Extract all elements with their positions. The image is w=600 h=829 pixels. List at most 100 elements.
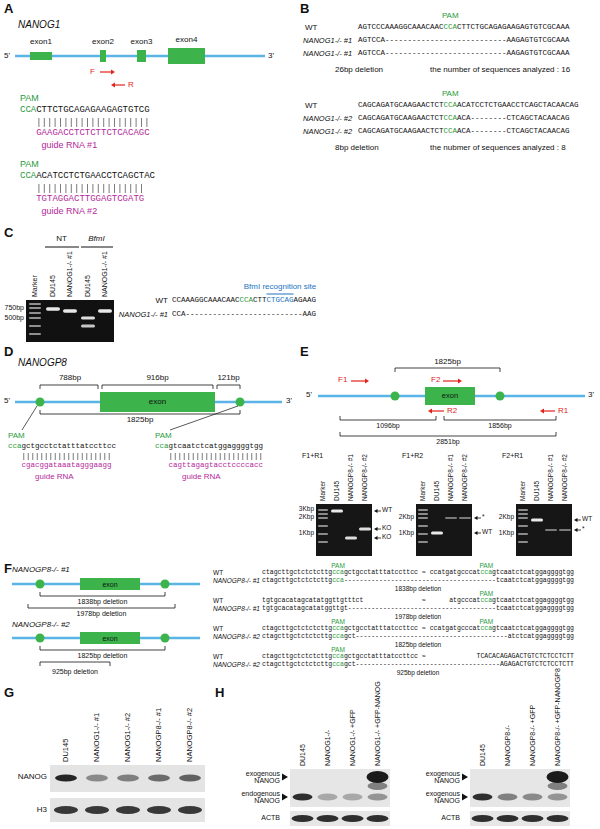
- exon-block: [100, 50, 106, 62]
- sequence-text: ≈: [422, 626, 426, 633]
- annotation-label: WT: [482, 529, 492, 536]
- sequence-text: CAGCAGATGCAAGAACTCT: [358, 115, 444, 123]
- blot-band: [343, 794, 363, 801]
- group-bar: [45, 247, 79, 248]
- base-pair-tick: [37, 453, 38, 460]
- blot-band: [86, 775, 108, 782]
- annotation-label: WT: [305, 102, 317, 110]
- annotation-label: ACTB: [261, 814, 280, 821]
- primer-arrow: [431, 410, 444, 411]
- base-pair-tick: [87, 184, 88, 193]
- annotation-label: PAM: [155, 432, 172, 440]
- annotation-label: NANOG1-/- #1: [303, 37, 352, 45]
- sequence-text: -------------------------------------: [356, 662, 500, 669]
- sequence-text: AGTCCA: [358, 50, 385, 58]
- primer-arrow: [443, 380, 459, 381]
- sequence-text: gct: [344, 634, 356, 641]
- agarose-gel: [416, 504, 472, 556]
- annotation-label: 2851bp: [436, 438, 459, 445]
- annotation-label: PAM: [442, 90, 459, 98]
- gel-band: [318, 541, 328, 543]
- gel-band: [318, 525, 328, 527]
- annotation-label: exon4: [176, 36, 198, 44]
- annotation-label: KO: [382, 534, 391, 541]
- blot-band: [548, 794, 568, 801]
- node-text: exon: [442, 392, 458, 400]
- band-arrowhead: [574, 518, 578, 522]
- blot-band: [116, 806, 140, 814]
- sequence-text: cca: [332, 654, 344, 661]
- gel-band: [518, 513, 528, 515]
- dimension-bracket: [102, 385, 213, 389]
- dimension-bracket: [340, 432, 556, 436]
- annotation-label: PAM: [8, 432, 25, 440]
- lane-label: NANOG1-/- #1: [101, 251, 108, 297]
- gel-band: [431, 532, 443, 535]
- annotation-label: 1825bp deletion: [78, 652, 128, 659]
- lane-label: Marker: [520, 481, 527, 501]
- blot-band: [179, 775, 201, 782]
- base-pair-tick: [55, 184, 56, 193]
- base-pair-tick: [82, 184, 83, 193]
- sequence-text: ctagcttgctctctcttg: [262, 578, 332, 585]
- lane-label: NANOGP8-/- #2: [462, 454, 469, 501]
- lane-label: DU145: [534, 481, 541, 501]
- base-pair-tick: [109, 118, 110, 127]
- annotation-label: WT: [213, 598, 223, 605]
- lane-label: DU145: [479, 744, 486, 766]
- lane-label: DU145: [49, 275, 56, 297]
- annotation-label: PAM: [20, 160, 39, 169]
- blot-band: [292, 815, 314, 822]
- band-arrow: [477, 533, 481, 534]
- sequence-text: ACATCCTCTGAACCTCAGCTAC: [36, 172, 155, 181]
- sequence-text: cca: [332, 634, 344, 641]
- annotation-label: NANOG: [18, 773, 47, 781]
- gel-band: [518, 509, 528, 511]
- base-pair-tick: [247, 453, 248, 460]
- base-pair-tick: [119, 184, 120, 193]
- band-arrowhead: [374, 527, 378, 531]
- blot-band: [367, 771, 389, 783]
- base-pair-tick: [220, 453, 221, 460]
- base-pair-tick: [238, 453, 239, 460]
- lane-label: NANOG1-/- +GFP-NANOG: [374, 681, 381, 766]
- blot-band: [54, 806, 78, 814]
- annotation-label: 3': [588, 391, 594, 399]
- sequence-text: AAG: [303, 311, 317, 319]
- lane-label: DU145: [334, 481, 341, 501]
- sequence-text: ACATCCTCTGAACCTCAGCTACAACAG: [457, 102, 579, 110]
- annotation-label: PAM: [331, 647, 345, 654]
- sequence-text: CCA: [20, 106, 36, 115]
- base-pair-tick: [49, 184, 50, 193]
- gel-band: [359, 528, 371, 531]
- base-pair-tick: [242, 453, 243, 460]
- annotation-label: WT: [213, 654, 223, 661]
- dimension-bracket: [340, 416, 436, 420]
- base-pair-tick: [184, 453, 185, 460]
- node-text: exon: [149, 398, 166, 406]
- sequence-text: gtcaatctcatggaggggtgg: [492, 570, 574, 577]
- blot-band: [523, 794, 543, 801]
- blot-band: [317, 815, 339, 822]
- gel-band: [418, 533, 428, 535]
- sequence-text: CCA: [240, 297, 254, 305]
- annotation-label: 1856bp: [488, 422, 511, 429]
- blot-band: [293, 794, 313, 801]
- base-pair-tick: [68, 453, 69, 460]
- annotation-label: NANOGP8-/- #1: [12, 566, 70, 574]
- blot-band: [498, 794, 518, 801]
- lane-label: NANOGP8-/- #1: [155, 708, 163, 762]
- gel-band: [418, 509, 428, 511]
- base-pair-tick: [98, 184, 99, 193]
- sequence-text: cca: [480, 626, 492, 633]
- base-pair-tick: [46, 453, 47, 460]
- node-text: exon: [102, 581, 117, 588]
- base-pair-tick: [114, 184, 115, 193]
- gel-band: [81, 317, 95, 320]
- sequence-text: cca: [480, 570, 492, 577]
- lane-label: NANOG1-/- #1: [93, 713, 101, 762]
- sequence-text: CAGCAGATGCAAGAACTCT: [358, 102, 444, 110]
- sequence-text: CTGCAG: [267, 297, 294, 305]
